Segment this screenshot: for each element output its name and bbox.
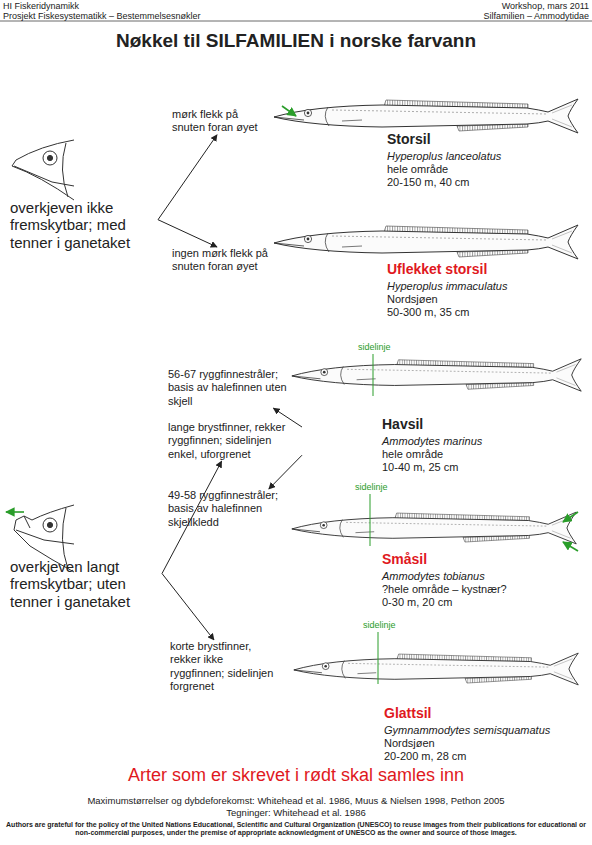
key-arrow xyxy=(158,220,217,247)
species-info: Uflekket storsilHyperoplus immaculatusNo… xyxy=(387,261,577,319)
node-text: overkjeven langt fremskytbar; uten tenne… xyxy=(10,558,162,610)
node-text: 0-30 m, 20 cm xyxy=(382,596,582,609)
key-couplet: overkjeven langt fremskytbar; uten tenne… xyxy=(10,558,162,610)
node-text: overkjeven ikke fremskytbar; med tenner … xyxy=(10,199,158,251)
lateral-line-label: sidelinje xyxy=(358,342,418,352)
node-text: ingen mørk flekk på snuten foran øyet xyxy=(172,247,272,274)
node-text: Nordsjøen xyxy=(384,737,584,750)
lateral-line-label: sidelinje xyxy=(363,620,423,630)
species-info: GlattsilGymnammodytes semisquamatusNords… xyxy=(384,705,584,763)
node-text: Storsil xyxy=(387,131,577,148)
node-text: 10-40 m, 25 cm xyxy=(382,461,572,474)
page-note: HI Fiskeridynamikk xyxy=(3,1,303,11)
collection-note: Arter som er skrevet i rødt skal samles … xyxy=(0,765,592,786)
node-text: hele område xyxy=(382,448,572,461)
species-info: StorsilHyperoplus lanceolatushele område… xyxy=(387,131,577,189)
node-text: mørk flekk på snuten foran øyet xyxy=(172,108,272,135)
key-couplet: overkjeven ikke fremskytbar; med tenner … xyxy=(10,199,158,251)
key-choice: ingen mørk flekk på snuten foran øyet xyxy=(172,247,272,274)
lateral-line-label: sidelinje xyxy=(355,482,415,492)
page-note: Prosjekt Fiskesystematikk – Bestemmelses… xyxy=(3,11,303,21)
node-text: 56-67 ryggfinnestråler; basis av halefin… xyxy=(168,368,292,408)
node-text: korte brystfinner, rekker ikke ryggfinne… xyxy=(170,640,280,694)
node-text: 20-200 m, 28 cm xyxy=(384,750,584,763)
node-text: Hyperoplus lanceolatus xyxy=(387,150,577,163)
node-text: 50-300 m, 35 cm xyxy=(387,306,577,319)
node-text: lange brystfinner, rekker ryggfinnen; si… xyxy=(168,421,302,461)
species-info: SmåsilAmmodytes tobianus?hele område – k… xyxy=(382,551,582,609)
node-text: hele område xyxy=(387,163,577,176)
node-text: Glattsil xyxy=(384,705,584,722)
page-note: Authors are grateful for the policy of t… xyxy=(4,821,588,837)
node-text: 49-58 ryggfinnestråler; basis av halefin… xyxy=(168,489,294,529)
node-text: 20-150 m, 40 cm xyxy=(387,176,577,189)
key-choice: 49-58 ryggfinnestråler; basis av halefin… xyxy=(168,489,294,529)
key-arrow xyxy=(269,455,302,489)
page-note: Tegninger: Whitehead et al. 1986 xyxy=(0,808,592,819)
node-text: ?hele område – kystnær? xyxy=(382,583,582,596)
diagram-title: Nøkkel til SILFAMILIEN i norske farvann xyxy=(0,30,592,52)
key-arrow xyxy=(158,135,217,220)
key-choice: mørk flekk på snuten foran øyet xyxy=(172,108,272,135)
node-text: Uflekket storsil xyxy=(387,261,577,278)
node-text: Gymnammodytes semisquamatus xyxy=(384,724,584,737)
node-text: Hyperoplus immaculatus xyxy=(387,280,577,293)
node-text: Nordsjøen xyxy=(387,293,577,306)
node-text: Ammodytes marinus xyxy=(382,435,572,448)
node-text: Havsil xyxy=(382,416,572,433)
page-note: Maximumstørrelser og dybdeforekomst: Whi… xyxy=(0,796,592,807)
node-text: Ammodytes tobianus xyxy=(382,570,582,583)
species-info: HavsilAmmodytes marinushele område10-40 … xyxy=(382,416,572,474)
node-text: Småsil xyxy=(382,551,582,568)
key-arrow xyxy=(162,574,214,640)
key-choice: lange brystfinner, rekker ryggfinnen; si… xyxy=(168,421,302,461)
key-choice: 56-67 ryggfinnestråler; basis av halefin… xyxy=(168,368,292,408)
page-note: Silfamilien – Ammodytidae xyxy=(389,11,589,21)
key-choice: korte brystfinner, rekker ikke ryggfinne… xyxy=(170,640,280,694)
page-note: Workshop, mars 2011 xyxy=(389,1,589,11)
